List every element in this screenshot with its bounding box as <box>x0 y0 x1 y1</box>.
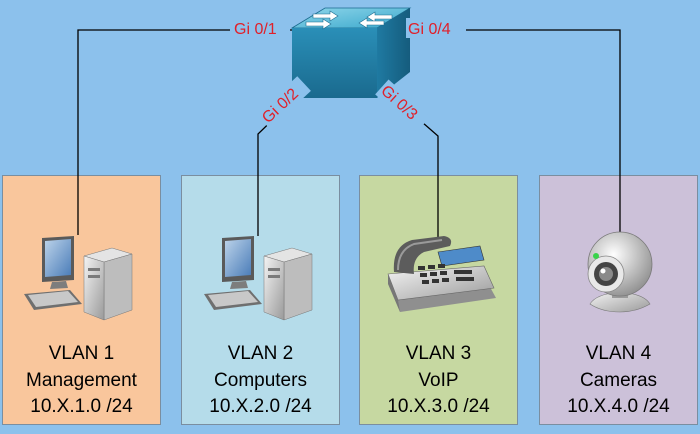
vlan-2-subnet: 10.X.2.0 /24 <box>209 396 312 417</box>
vlan-4-text: VLAN 4 Cameras 10.X.4.0 /24 <box>540 341 697 421</box>
vlan-4-name: VLAN 4 <box>585 343 652 364</box>
computer-icon <box>24 236 133 321</box>
computer-icon <box>204 236 313 321</box>
vlan-3-name: VLAN 3 <box>405 343 472 364</box>
ip-phone-icon <box>387 236 496 312</box>
vlan-2-text: VLAN 2 Computers 10.X.2.0 /24 <box>182 341 339 421</box>
vlan-1-purpose: Management <box>26 369 137 391</box>
vlan-box-2: VLAN 2 Computers 10.X.2.0 /24 <box>181 175 340 425</box>
vlan-2-name: VLAN 2 <box>227 343 294 364</box>
link-gi01 <box>77 29 292 235</box>
vlan-3-subnet: 10.X.3.0 /24 <box>387 396 490 417</box>
port-label-gi04: Gi 0/4 <box>408 21 451 38</box>
port-label-gi01: Gi 0/1 <box>234 21 277 38</box>
vlan-3-purpose: VoIP <box>418 369 459 391</box>
vlan-4-purpose: Cameras <box>579 369 658 391</box>
vlan-4-subnet: 10.X.4.0 /24 <box>567 396 670 417</box>
switch-icon <box>290 7 412 98</box>
vlan-1-text: VLAN 1 Management 10.X.1.0 /24 <box>3 341 160 421</box>
vlan-2-purpose: Computers <box>214 369 307 391</box>
webcam-icon <box>587 231 653 313</box>
vlan-3-text: VLAN 3 VoIP 10.X.3.0 /24 <box>360 341 517 421</box>
vlan-1-name: VLAN 1 <box>48 343 115 364</box>
link-gi04 <box>410 29 621 232</box>
vlan-1-subnet: 10.X.1.0 /24 <box>30 396 133 417</box>
